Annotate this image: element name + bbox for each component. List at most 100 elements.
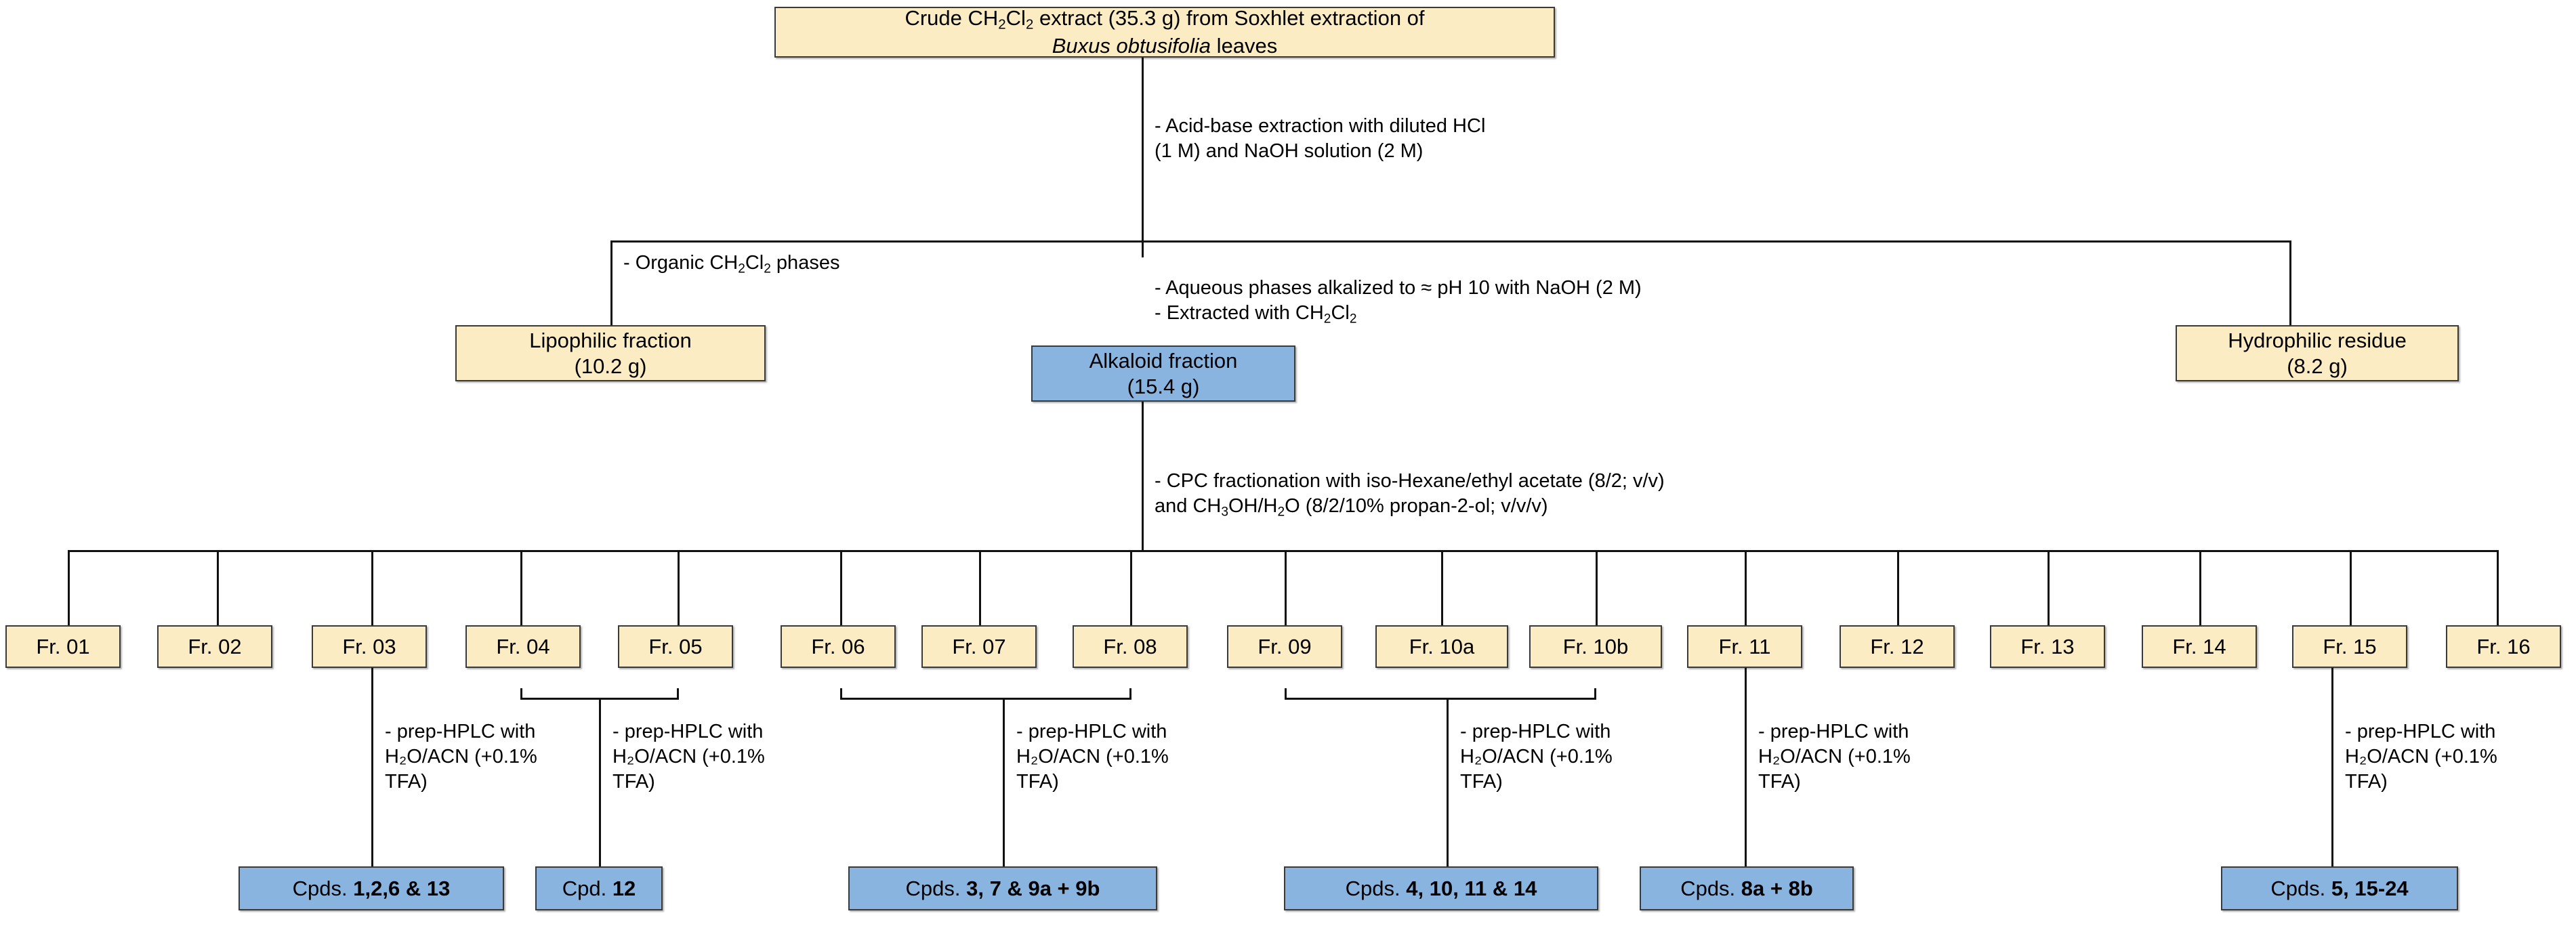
lipophilic-line1: Lipophilic fraction — [529, 328, 692, 352]
node-cpds-4-10-11-14[interactable]: Cpds. 4, 10, 11 & 14 — [1284, 866, 1598, 910]
fr-04-label: Fr. 04 — [496, 634, 550, 658]
cpds-5-15-24-label: Cpds. 5, 15-24 — [2270, 876, 2409, 900]
split-bar-level2 — [610, 240, 2291, 243]
drop-fr-10a — [1441, 550, 1443, 625]
node-cpds-8a-8b[interactable]: Cpds. 8a + 8b — [1640, 866, 1854, 910]
drop-fr-09 — [1285, 550, 1287, 625]
node-hydrophilic-residue[interactable]: Hydrophilic residue (8.2 g) — [2176, 325, 2459, 381]
drop-fr-04 — [520, 550, 522, 625]
sub-2d: 2 — [1349, 312, 1357, 327]
node-cpd-12[interactable]: Cpd. 12 — [535, 866, 663, 910]
fr-13-label: Fr. 13 — [2020, 634, 2075, 658]
drop-fr-03 — [371, 550, 373, 625]
crude-extract-line1: Crude CH2Cl2 extract (35.3 g) from Soxhl… — [905, 5, 1425, 33]
node-crude-extract[interactable]: Crude CH2Cl2 extract (35.3 g) from Soxhl… — [774, 5, 1555, 58]
fr-03-label: Fr. 03 — [342, 634, 396, 658]
connector-alkaloid-to-cpc-bar — [1142, 402, 1144, 550]
fr-07-label: Fr. 07 — [952, 634, 1006, 658]
aqueous-line2: - Extracted with CH2Cl2 — [1155, 302, 1357, 327]
node-lipophilic-fraction[interactable]: Lipophilic fraction (10.2 g) — [455, 325, 766, 381]
crude-extract-line2: Buxus obtusifolia leaves — [1052, 34, 1278, 58]
fr-05-label: Fr. 05 — [648, 634, 703, 658]
node-fr-14[interactable]: Fr. 14 — [2142, 625, 2257, 668]
drop-fr-12 — [1897, 550, 1899, 625]
node-fr-10b[interactable]: Fr. 10b — [1529, 625, 1662, 668]
bracket-fr06-fr08 — [840, 688, 1131, 700]
node-fr-01[interactable]: Fr. 01 — [5, 625, 121, 668]
node-cpds-5-15-24[interactable]: Cpds. 5, 15-24 — [2221, 866, 2458, 910]
hydrophilic-line1: Hydrophilic residue — [2228, 328, 2407, 352]
node-fr-11[interactable]: Fr. 11 — [1687, 625, 1802, 668]
node-fr-15[interactable]: Fr. 15 — [2292, 625, 2407, 668]
fr-10b-label: Fr. 10b — [1562, 634, 1629, 658]
note-prep-hplc-5: - prep-HPLC with H₂O/ACN (+0.1% TFA) — [1758, 721, 1911, 793]
drop-fr-02 — [217, 550, 219, 625]
bracket-fr09-fr10b — [1285, 688, 1596, 700]
fr-10a-label: Fr. 10a — [1409, 634, 1475, 658]
node-alkaloid-fraction[interactable]: Alkaloid fraction (15.4 g) — [1031, 345, 1295, 402]
node-fr-05[interactable]: Fr. 05 — [618, 625, 733, 668]
fr-16-label: Fr. 16 — [2476, 634, 2531, 658]
node-fr-04[interactable]: Fr. 04 — [465, 625, 581, 668]
fr-11-label: Fr. 11 — [1718, 634, 1771, 658]
note-prep-hplc-1: - prep-HPLC with H₂O/ACN (+0.1% TFA) — [385, 721, 537, 793]
drop-fr-06 — [840, 550, 842, 625]
fr-08-label: Fr. 08 — [1103, 634, 1157, 658]
node-fr-03[interactable]: Fr. 03 — [312, 625, 427, 668]
note-organic-phases: - Organic CH2Cl2 phases — [623, 252, 840, 276]
connector-fr09-10b-to-cpds4 — [1447, 698, 1449, 866]
node-fr-06[interactable]: Fr. 06 — [781, 625, 896, 668]
cpds-8a-8b-label: Cpds. 8a + 8b — [1680, 876, 1813, 900]
connector-fr04-05-to-cpd12 — [599, 698, 601, 866]
drop-fr-15 — [2350, 550, 2352, 625]
sub-2b: 2 — [764, 261, 771, 276]
node-fr-08[interactable]: Fr. 08 — [1073, 625, 1188, 668]
connector-split-to-lipophilic — [610, 240, 612, 325]
connector-fr06-08-to-cpds3 — [1003, 698, 1005, 866]
node-fr-10a[interactable]: Fr. 10a — [1375, 625, 1508, 668]
node-fr-13[interactable]: Fr. 13 — [1990, 625, 2105, 668]
drop-fr-08 — [1130, 550, 1132, 625]
aqueous-line1: - Aqueous phases alkalized to ≈ pH 10 wi… — [1155, 277, 1642, 299]
cpd-12-label: Cpd. 12 — [562, 876, 636, 900]
drop-fr-10b — [1596, 550, 1598, 625]
connector-split-to-hydrophilic — [2289, 240, 2291, 325]
note-prep-hplc-3: - prep-HPLC with H₂O/ACN (+0.1% TFA) — [1016, 721, 1169, 793]
cpc-line2: and CH3OH/H2O (8/2/10% propan-2-ol; v/v/… — [1155, 495, 1548, 520]
drop-fr-14 — [2199, 550, 2201, 625]
note-prep-hplc-6: - prep-HPLC with H₂O/ACN (+0.1% TFA) — [2345, 721, 2497, 793]
connector-fr15-to-cpds5 — [2331, 668, 2333, 866]
sub-2c: 2 — [1323, 312, 1331, 327]
note-prep-hplc-2: - prep-HPLC with H₂O/ACN (+0.1% TFA) — [612, 721, 765, 793]
node-cpds-1-2-6-13[interactable]: Cpds. 1,2,6 & 13 — [238, 866, 504, 910]
sub-3a: 3 — [1221, 505, 1228, 520]
note-aqueous-phases: - Aqueous phases alkalized to ≈ pH 10 wi… — [1155, 251, 2035, 328]
drop-fr-05 — [678, 550, 680, 625]
fr-01-label: Fr. 01 — [36, 634, 90, 658]
note-cpc-fractionation: - CPC fractionation with iso-Hexane/ethy… — [1155, 444, 2103, 521]
connector-fr11-to-cpds8 — [1745, 668, 1747, 866]
sub-2a: 2 — [738, 261, 745, 276]
alkaloid-line2: (15.4 g) — [1127, 374, 1200, 398]
fr-02-label: Fr. 02 — [188, 634, 242, 658]
node-fr-07[interactable]: Fr. 07 — [921, 625, 1037, 668]
node-fr-12[interactable]: Fr. 12 — [1840, 625, 1955, 668]
fr-06-label: Fr. 06 — [811, 634, 865, 658]
node-fr-02[interactable]: Fr. 02 — [157, 625, 272, 668]
sub-2e: 2 — [1277, 505, 1285, 520]
drop-fr-11 — [1745, 550, 1747, 625]
fr-09-label: Fr. 09 — [1258, 634, 1312, 658]
node-fr-09[interactable]: Fr. 09 — [1227, 625, 1342, 668]
cpds-4-10-11-14-label: Cpds. 4, 10, 11 & 14 — [1345, 876, 1537, 900]
cpc-line1: - CPC fractionation with iso-Hexane/ethy… — [1155, 470, 1665, 492]
lipophilic-line2: (10.2 g) — [574, 354, 647, 378]
drop-fr-16 — [2497, 550, 2499, 625]
connector-crude-to-split — [1142, 58, 1144, 257]
node-cpds-3-7-9a-9b[interactable]: Cpds. 3, 7 & 9a + 9b — [848, 866, 1157, 910]
alkaloid-line1: Alkaloid fraction — [1089, 348, 1238, 373]
connector-fr03-to-cpds1 — [371, 668, 373, 866]
note-acid-base-extraction: - Acid-base extraction with diluted HCl … — [1155, 115, 1486, 163]
node-fr-16[interactable]: Fr. 16 — [2446, 625, 2561, 668]
cpds-1-2-6-13-label: Cpds. 1,2,6 & 13 — [292, 876, 451, 900]
